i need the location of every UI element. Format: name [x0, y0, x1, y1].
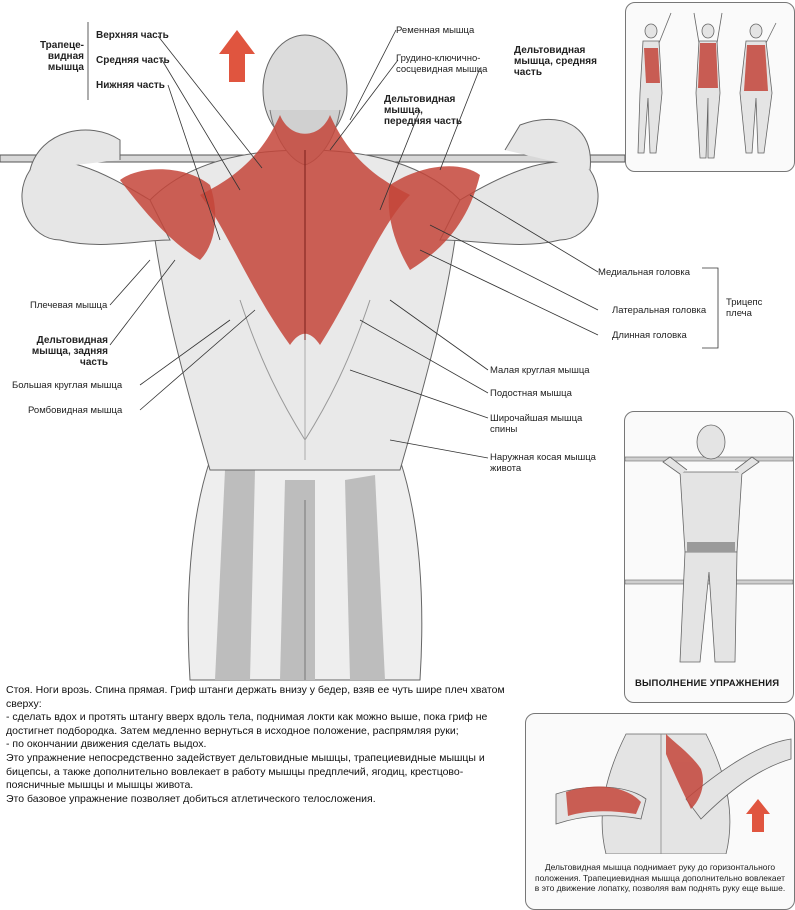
- description-paragraph-5: Это базовое упражнение позволяет добитьс…: [6, 792, 376, 805]
- label-delt-front: Дельтовидная мышца, передняя часть: [384, 94, 463, 127]
- label-triceps-lateral: Латеральная головка: [612, 305, 707, 316]
- label-trap-middle: Средняя часть: [96, 55, 170, 66]
- trapezius-muscle: [200, 115, 410, 345]
- exercise-title: ВЫПОЛНЕНИЕ УПРАЖНЕНИЯ: [635, 678, 780, 689]
- label-delt-rear: Дельтовидная мышца, задняя часть: [31, 335, 108, 368]
- deltoid-left-muscle: [120, 169, 216, 260]
- exercise-illustration: [625, 424, 793, 663]
- figures-thumbnail-panel: [625, 2, 795, 172]
- up-arrow-icon: [219, 30, 255, 82]
- label-teres-major: Большая круглая мышца: [12, 380, 123, 391]
- leader-lines: [87, 22, 719, 459]
- label-sternocleidomastoid: Грудино-ключично- сосцевидная мышца: [396, 53, 488, 75]
- label-teres-minor: Малая круглая мышца: [490, 365, 590, 376]
- deltoid-right-muscle: [388, 166, 480, 270]
- label-infraspinatus: Подостная мышца: [490, 388, 572, 399]
- label-splenius: Ременная мышца: [396, 25, 475, 36]
- exercise-description: Стоя. Ноги врозь. Спина прямая. Гриф шта…: [6, 684, 506, 806]
- description-paragraph-1: Стоя. Ноги врозь. Спина прямая. Гриф шта…: [6, 684, 505, 710]
- arms: [21, 118, 599, 245]
- detail-caption: Дельтовидная мышца поднимает руку до гор…: [534, 862, 786, 893]
- label-rhomboid: Ромбовидная мышца: [28, 405, 123, 416]
- label-triceps-long: Длинная головка: [612, 330, 687, 341]
- label-latissimus: Широчайшая мышца спины: [490, 413, 583, 435]
- legs-shorts: [187, 459, 423, 681]
- label-trap-lower: Нижняя часть: [96, 80, 165, 91]
- description-paragraph-4: Это упражнение непосредственно задейству…: [6, 751, 485, 792]
- label-triceps-group: Трицепс плеча: [726, 297, 763, 319]
- shoulder-detail-illustration: [555, 733, 792, 855]
- description-paragraph-3: - по окончании движения сделать выдох.: [6, 738, 207, 751]
- standing-figures-illustration: [637, 12, 777, 159]
- label-oblique: Наружная косая мышца живота: [490, 452, 596, 474]
- label-brachialis: Плечевая мышца: [30, 300, 108, 311]
- label-trap-upper: Верхняя часть: [96, 30, 169, 41]
- label-trapezius-group: Трапеце- видная мышца: [39, 40, 84, 73]
- label-delt-middle: Дельтовидная мышца, средняя часть: [514, 45, 597, 78]
- exercise-panel: ВЫПОЛНЕНИЕ УПРАЖНЕНИЯ: [624, 411, 794, 703]
- label-triceps-medial: Медиальная головка: [598, 267, 690, 278]
- detail-panel: Дельтовидная мышца поднимает руку до гор…: [525, 713, 795, 910]
- raise-arrow-icon: [746, 799, 770, 832]
- description-paragraph-2: - сделать вдох и протять штангу вверх вд…: [6, 711, 488, 737]
